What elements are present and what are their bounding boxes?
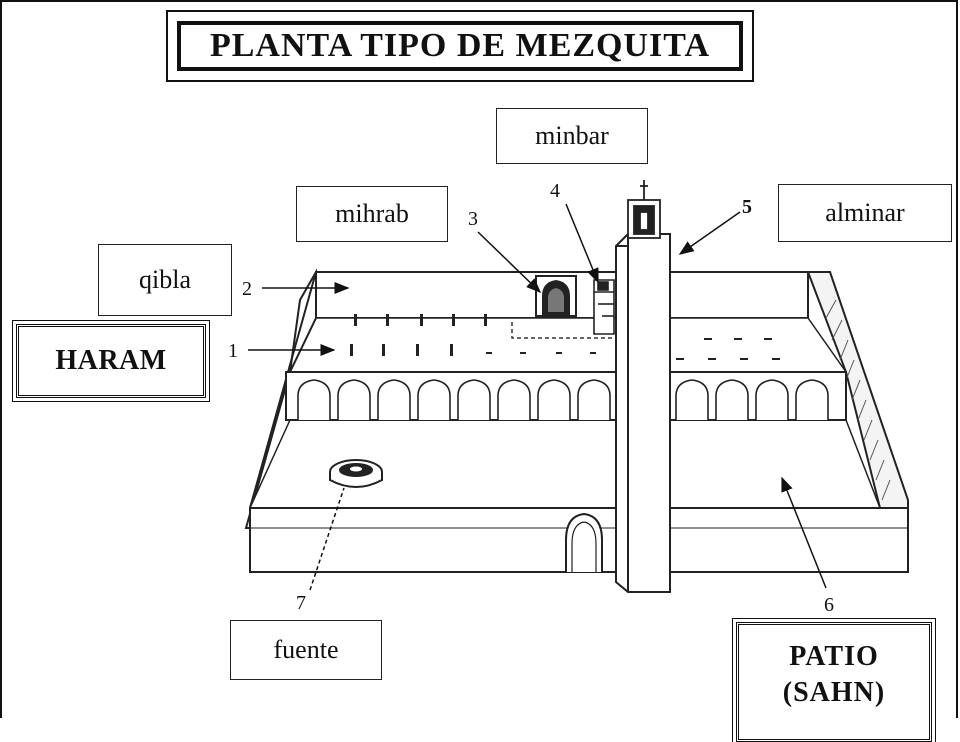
haram-prayer-hall: [288, 317, 848, 373]
mosque-illustration: [244, 180, 909, 593]
title-box: PLANTA TIPO DE MEZQUITA: [166, 10, 754, 82]
label-patio-line2: (SAHN): [782, 677, 886, 708]
callout-number-6: 6: [824, 594, 834, 616]
label-qibla: qibla: [98, 244, 232, 316]
mihrab-niche: [535, 275, 577, 317]
label-minbar: minbar: [496, 108, 648, 164]
label-haram: HARAM: [12, 320, 210, 402]
entrance-arch: [565, 512, 603, 572]
minaret-top: [627, 180, 661, 239]
fountain: [329, 459, 383, 488]
callout-number-2: 2: [242, 278, 252, 300]
leader-lines: [248, 203, 827, 591]
callout-number-1: 1: [228, 340, 238, 362]
label-alminar: alminar: [778, 184, 952, 242]
diagram-frame: [0, 0, 958, 718]
callout-number-4: 4: [550, 180, 560, 202]
label-mihrab: mihrab: [296, 186, 448, 242]
arcade-arches: [297, 379, 829, 420]
label-fuente: fuente: [230, 620, 382, 680]
minaret-tower: [615, 233, 671, 593]
haram-dashed-line: [511, 322, 612, 339]
callout-number-3: 3: [468, 208, 478, 230]
right-wall-hatching: [825, 299, 891, 501]
haram-columns: [350, 314, 780, 360]
label-patio: PATIO (SAHN): [732, 618, 936, 742]
callout-number-5: 5: [742, 196, 752, 218]
callout-number-7: 7: [296, 592, 306, 614]
minbar-stairs: [593, 279, 615, 335]
page-title: PLANTA TIPO DE MEZQUITA: [177, 21, 743, 71]
label-patio-line1: PATIO: [789, 641, 879, 672]
